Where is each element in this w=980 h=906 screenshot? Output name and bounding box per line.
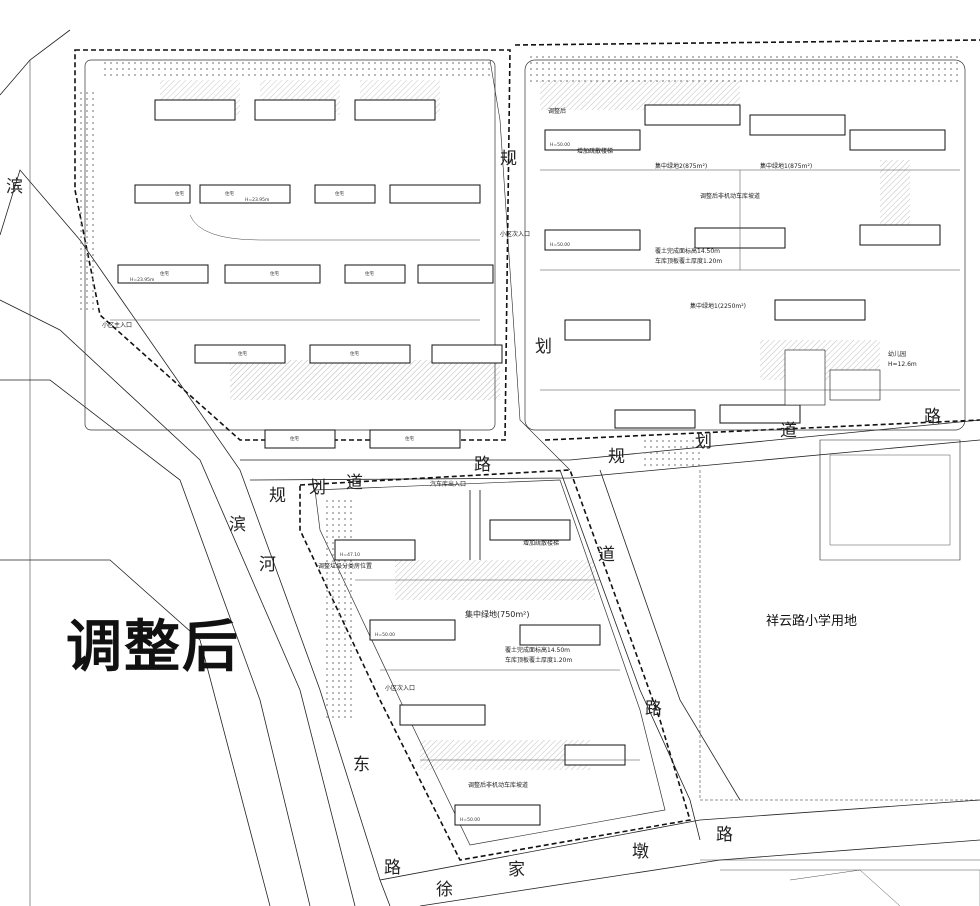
road-char: 路 [924, 407, 941, 427]
building-labels: 住宅 住宅 住宅 住宅 住宅 住宅 住宅 住宅 住宅 住宅 H=23.95m H… [130, 142, 570, 823]
height-label: H=47.10 [340, 552, 360, 558]
road-char: 划 [535, 337, 552, 357]
entrance-label: 小区主入口 [102, 321, 132, 329]
unit-label: 住宅 [225, 190, 234, 197]
road-char: 路 [384, 858, 401, 878]
site-boundary [74, 39, 980, 861]
unit-label: 住宅 [238, 350, 247, 357]
green-area-label: 集中绿地(750m²) [465, 609, 530, 619]
unit-label: 住宅 [365, 270, 374, 277]
cover-note: 车库顶板覆土厚度1.20m [655, 257, 722, 265]
ramp-label: 调整后非机动车库坡道 [468, 781, 528, 789]
road-char: 家 [508, 860, 525, 880]
car-entrance-label: 汽车库出入口 [430, 480, 466, 488]
road-char: 路 [645, 699, 662, 719]
green-area-label: 集中绿地1(2250m²) [690, 302, 746, 310]
compound-outline [84, 59, 966, 846]
road-char: 路 [474, 455, 491, 475]
school-plot-label: 祥云路小学用地 [766, 614, 858, 629]
road-char: 墩 [632, 842, 649, 862]
road-char: 划 [309, 478, 326, 498]
unit-label: 住宅 [290, 435, 299, 442]
ramp-label: 调整后非机动车库坡道 [700, 192, 760, 200]
green-area-label: 集中绿地1(875m²) [760, 162, 812, 170]
unit-label: 住宅 [270, 270, 279, 277]
unit-label: 住宅 [335, 190, 344, 197]
road-char: 道 [346, 473, 363, 493]
road-char: 路 [716, 825, 733, 845]
road-char: 道 [598, 545, 615, 565]
unit-label: 住宅 [160, 270, 169, 277]
height-label: H=23.95m [130, 277, 154, 283]
road-char: 徐 [436, 880, 453, 900]
annotations: 集中绿地1(875m²) 集中绿地2(875m²) 集中绿地1(2250m²) … [102, 107, 917, 789]
height-label: H=23.95m [245, 197, 269, 203]
height-label: H=50.00 [550, 242, 570, 248]
road-lines [0, 29, 980, 906]
cover-note: 覆土完成面标高14.50m [505, 646, 570, 654]
west-buildings [117, 99, 503, 449]
road-char: 滨 [6, 177, 23, 197]
adjust-label: 调整后 [548, 107, 566, 115]
stair-label: 增加疏散楼梯 [577, 147, 613, 155]
height-label: H=50.00 [460, 817, 480, 823]
entrance-label: 小区次入口 [500, 230, 530, 238]
entrance-label: 小区次入口 [385, 684, 415, 692]
unit-label: 住宅 [175, 190, 184, 197]
road-char: 滨 [229, 515, 246, 535]
road-char: 东 [353, 755, 370, 775]
green-area-label: 集中绿地2(875m²) [655, 162, 707, 170]
kindergarten-height: H=12.6m [888, 361, 917, 368]
height-label: H=50.00 [550, 142, 570, 148]
road-char: 道 [780, 421, 797, 441]
greenery [80, 55, 960, 720]
unit-label: 住宅 [405, 435, 414, 442]
unit-label: 住宅 [350, 350, 359, 357]
stair-label: 增加疏散楼梯 [523, 539, 559, 547]
road-char: 划 [695, 432, 712, 452]
adjust-pos-label: 调整垃圾分类房位置 [318, 562, 372, 570]
cover-note: 覆土完成面标高14.50m [655, 247, 720, 255]
road-char: 规 [608, 447, 625, 467]
garage-hatch [160, 80, 910, 770]
cover-note: 车库顶板覆土厚度1.20m [505, 656, 572, 664]
road-char: 规 [269, 486, 286, 506]
height-label: H=50.00 [375, 632, 395, 638]
road-char: 河 [259, 555, 276, 575]
internal-paths [110, 169, 960, 761]
road-char: 规 [500, 149, 517, 169]
page-title: 调整后 [66, 615, 240, 680]
kindergarten-label: 幼儿园 [888, 350, 906, 358]
road-names: 滨 滨 河 东 规 划 道 路 规 划 规 划 道 路 道 路 路 徐 家 墩 … [6, 149, 941, 900]
